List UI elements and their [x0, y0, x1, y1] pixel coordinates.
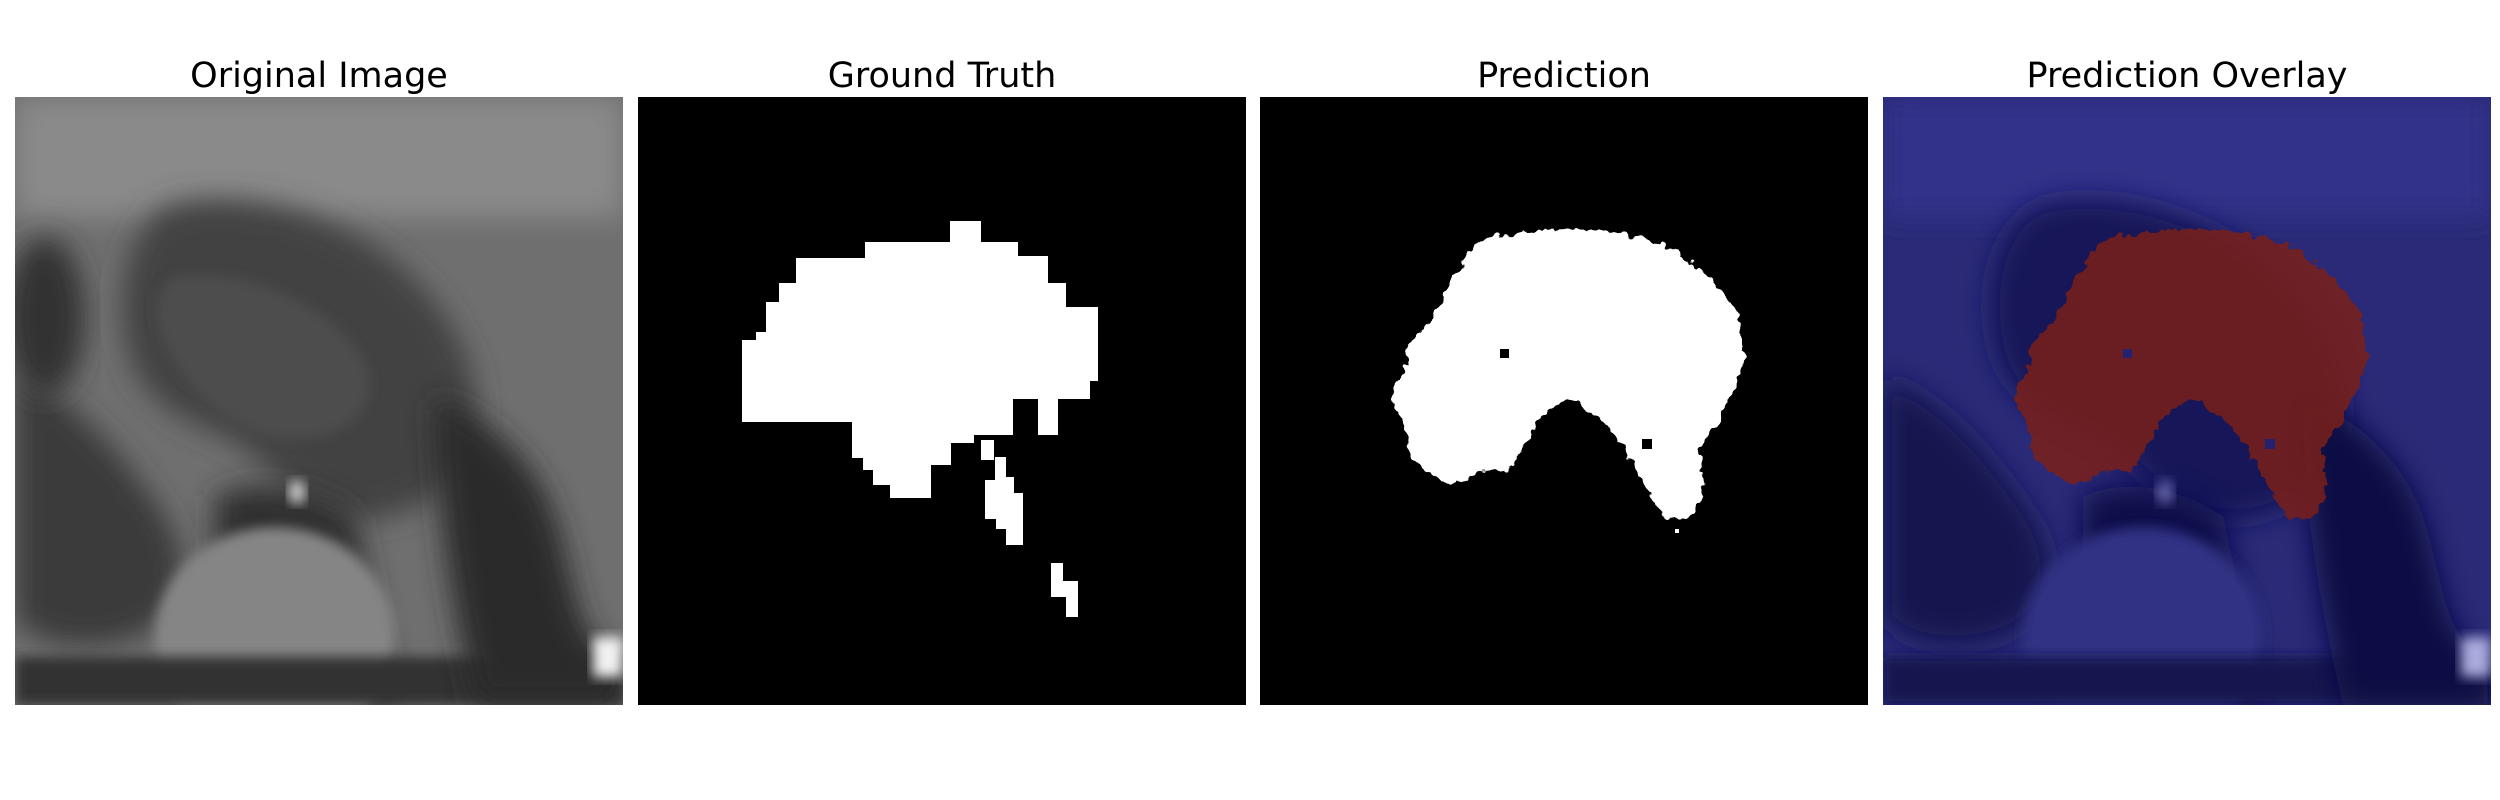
- prediction-overlay-panel: [1883, 97, 2491, 705]
- prediction-title: Prediction: [1477, 56, 1651, 96]
- prediction-panel: [1260, 97, 1868, 705]
- gt-region-small-2: [985, 457, 1023, 545]
- ground-truth-mask: [638, 97, 1246, 705]
- prediction-overlay: [1883, 97, 2491, 705]
- prediction-region: [1391, 229, 1744, 520]
- original-image-panel: [15, 97, 623, 705]
- prediction-mask: [1260, 97, 1868, 705]
- prediction-overlay-title: Prediction Overlay: [2026, 56, 2348, 96]
- ground-truth-title: Ground Truth: [827, 56, 1057, 96]
- gt-region-main: [742, 221, 1098, 498]
- overlay-region: [2014, 229, 2367, 520]
- ground-truth-panel: [638, 97, 1246, 705]
- original-image: [15, 97, 623, 705]
- original-image-title: Original Image: [190, 56, 448, 96]
- gt-region-small-3: [1051, 563, 1078, 617]
- gt-region-small-1: [981, 440, 994, 460]
